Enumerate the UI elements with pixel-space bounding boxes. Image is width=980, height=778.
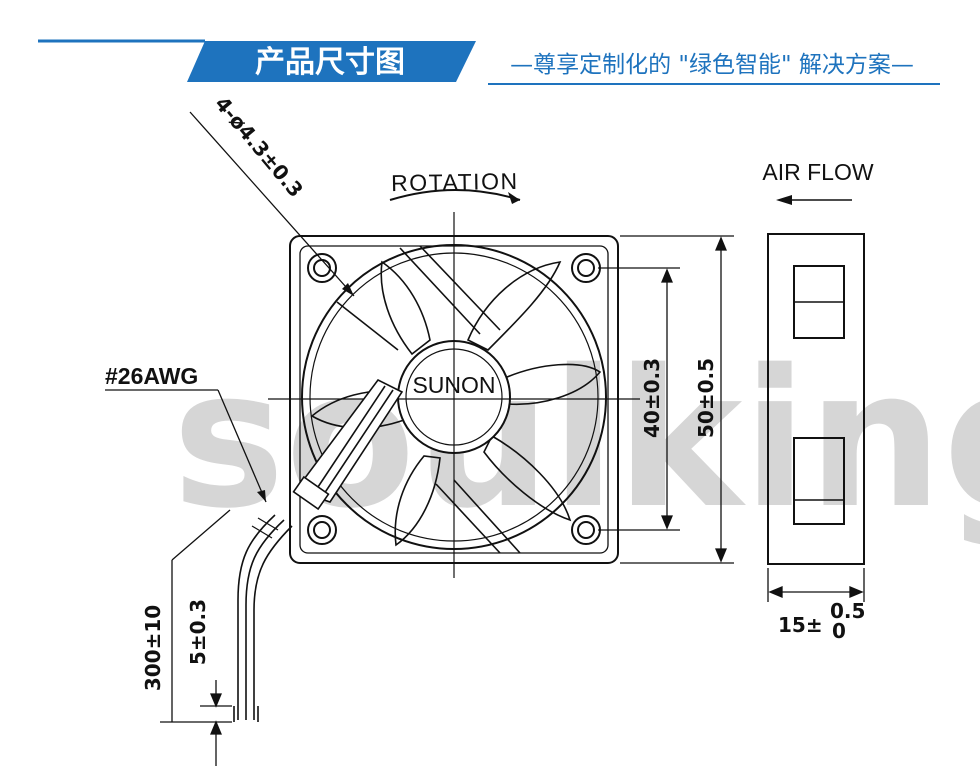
lead-length-label: 300±10 xyxy=(141,605,165,691)
wire-harness xyxy=(292,378,404,511)
air-flow-label: AIR FLOW xyxy=(762,159,873,185)
mounting-hole xyxy=(307,253,337,283)
lead-wires xyxy=(233,514,293,722)
hole-pitch-dimension: 40±0.3 xyxy=(598,267,680,531)
wire-gauge-label: #26AWG xyxy=(105,363,198,389)
mounting-hole-inner xyxy=(577,521,595,539)
fan-side-view xyxy=(767,233,865,565)
fan-blade xyxy=(483,434,572,522)
side-view-outline xyxy=(767,233,865,565)
fan-blade xyxy=(380,260,431,356)
fan-blade xyxy=(466,260,562,351)
center-lines xyxy=(268,212,640,578)
lead-length-dimension: 300±10 xyxy=(141,509,232,723)
rotation-indicator: ROTATION xyxy=(389,168,521,204)
hole-pitch-label: 40±0.3 xyxy=(640,358,664,438)
thickness-label: 15± xyxy=(778,613,823,637)
watermark: soulking xyxy=(172,329,980,550)
fan-brand-label: SUNON xyxy=(412,372,495,398)
air-flow-indicator: AIR FLOW xyxy=(762,159,874,205)
rotation-arrowhead xyxy=(508,192,520,204)
frame-spokes xyxy=(336,245,521,554)
air-flow-arrow-icon xyxy=(776,195,792,205)
wire-gauge-callout: #26AWG xyxy=(105,363,267,503)
side-view-slot-lower xyxy=(793,437,845,525)
fan-blade xyxy=(499,363,602,406)
thickness-dimension: 15± 0.5 0 xyxy=(767,568,865,643)
header-banner: 产品尺寸图 —尊享定制化的 "绿色智能" 解决方案— xyxy=(38,39,940,85)
fan-blade xyxy=(394,455,441,547)
rotation-label: ROTATION xyxy=(391,168,519,196)
frame-size-label: 50±0.5 xyxy=(694,358,718,438)
thickness-lower-tol: 0 xyxy=(832,619,846,643)
fan-front-view: SUNON xyxy=(268,212,640,578)
strip-length-label: 5±0.3 xyxy=(186,599,210,665)
strip-length-dimension: 5±0.3 xyxy=(186,599,232,766)
banner-title-bar xyxy=(187,41,476,82)
mounting-hole xyxy=(307,515,337,545)
mounting-hole-inner xyxy=(577,259,595,277)
hole-spec-label: 4-ø4.3±0.3 xyxy=(210,92,308,202)
mounting-hole xyxy=(571,253,601,283)
rotation-arc xyxy=(389,189,521,201)
mounting-hole-inner xyxy=(313,521,331,539)
thickness-upper-tol: 0.5 xyxy=(830,599,865,623)
banner-slogan: —尊享定制化的 "绿色智能" 解决方案— xyxy=(510,52,914,78)
mounting-hole-inner xyxy=(313,259,331,277)
frame-size-dimension: 50±0.5 xyxy=(620,235,734,564)
banner-title: 产品尺寸图 xyxy=(255,45,405,80)
